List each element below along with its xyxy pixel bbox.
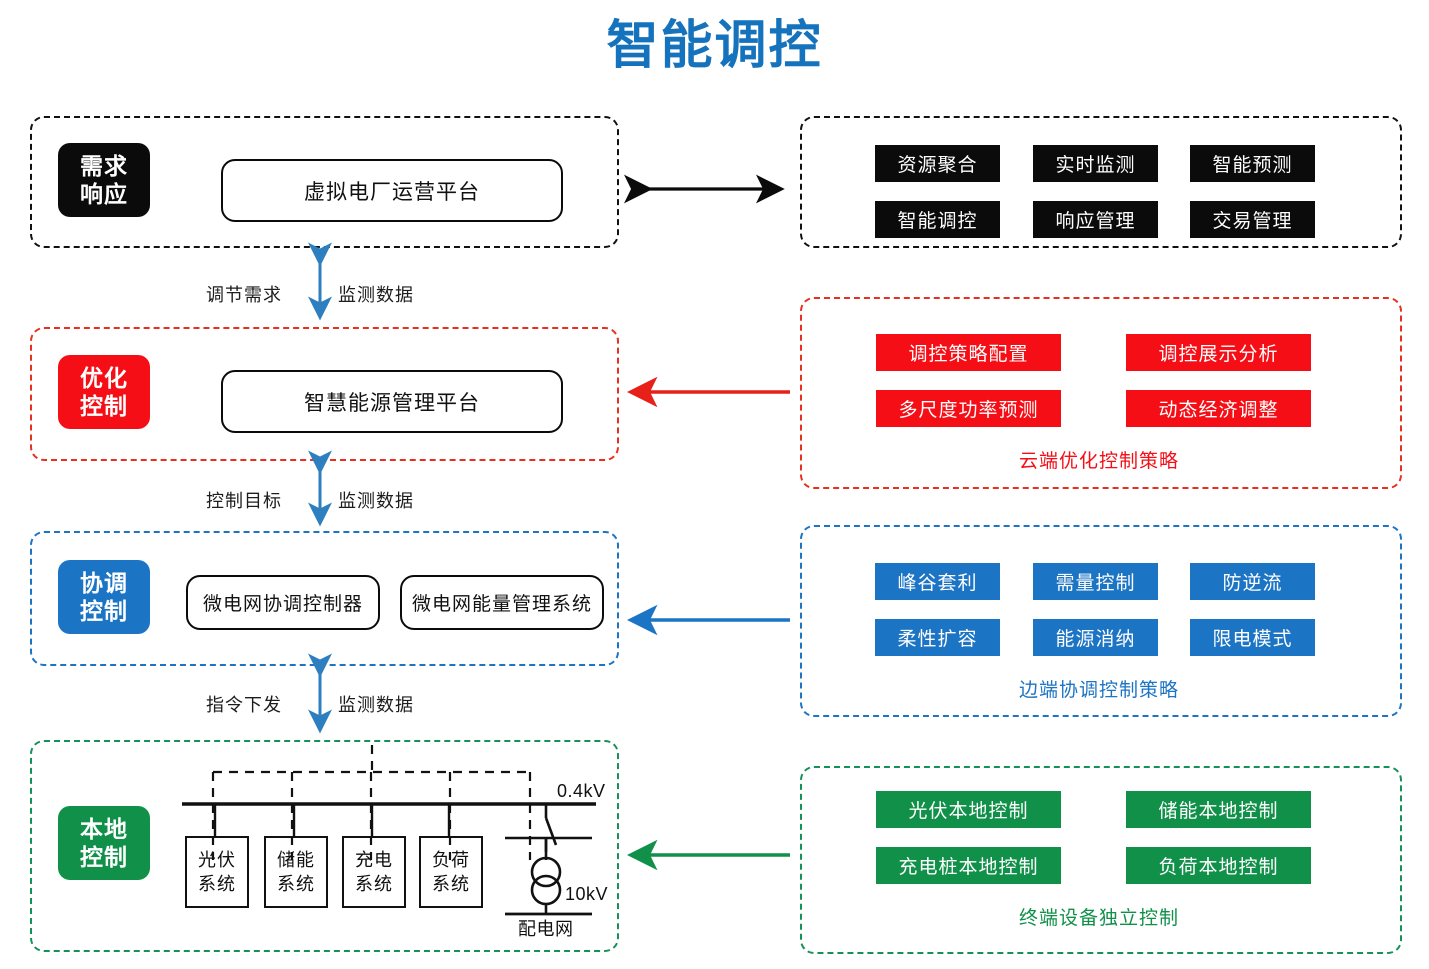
badge-coordination-line2: 控制 — [80, 598, 128, 624]
chip-resource-aggregation[interactable]: 资源聚合 — [875, 145, 1000, 182]
device-charging-line1: 充电 — [355, 850, 393, 870]
connector-2-label-right: 监测数据 — [338, 491, 414, 511]
label-distribution-grid: 配电网 — [518, 919, 574, 939]
connector-3-label-left: 指令下发 — [206, 695, 282, 715]
page-title: 智能调控 — [606, 17, 823, 75]
chip-charger-local-control[interactable]: 充电桩本地控制 — [876, 847, 1061, 884]
platform-microgrid-controller[interactable]: 微电网协调控制器 — [186, 575, 380, 630]
badge-local-line1: 本地 — [80, 816, 128, 842]
device-charging-line2: 系统 — [355, 874, 393, 894]
device-pv-system: 光伏 系统 — [185, 836, 249, 908]
caption-cloud-strategy: 云端优化控制策略 — [1018, 451, 1179, 472]
chip-peak-valley-arbitrage[interactable]: 峰谷套利 — [875, 563, 1000, 600]
device-load-system: 负荷 系统 — [419, 836, 483, 908]
chip-response-management[interactable]: 响应管理 — [1033, 201, 1158, 238]
connector-2-label-left: 控制目标 — [206, 491, 282, 511]
connector-1-label-right: 监测数据 — [338, 285, 414, 305]
chip-power-limit-mode[interactable]: 限电模式 — [1190, 619, 1315, 656]
chip-dynamic-economic-adjust[interactable]: 动态经济调整 — [1126, 390, 1311, 427]
chip-intelligent-dispatch[interactable]: 智能调控 — [875, 201, 1000, 238]
platform-smart-energy[interactable]: 智慧能源管理平台 — [221, 370, 563, 433]
platform-microgrid-ems[interactable]: 微电网能量管理系统 — [400, 575, 604, 630]
badge-optimization-line1: 优化 — [80, 365, 128, 391]
chip-dispatch-analysis[interactable]: 调控展示分析 — [1126, 334, 1311, 371]
caption-edge-strategy: 边端协调控制策略 — [1018, 680, 1179, 701]
badge-optimization-control: 优化 控制 — [58, 355, 150, 429]
chip-load-local-control[interactable]: 负荷本地控制 — [1126, 847, 1311, 884]
device-load-line1: 负荷 — [432, 850, 470, 870]
device-storage-line1: 储能 — [277, 850, 315, 870]
chip-pv-local-control[interactable]: 光伏本地控制 — [876, 791, 1061, 828]
chip-flexible-expansion[interactable]: 柔性扩容 — [875, 619, 1000, 656]
chip-demand-control[interactable]: 需量控制 — [1033, 563, 1158, 600]
chip-intelligent-forecast[interactable]: 智能预测 — [1190, 145, 1315, 182]
label-bus-lv: 0.4kV — [557, 781, 606, 801]
chip-strategy-config[interactable]: 调控策略配置 — [876, 334, 1061, 371]
platform-vpp[interactable]: 虚拟电厂运营平台 — [221, 159, 563, 222]
chip-trading-management[interactable]: 交易管理 — [1190, 201, 1315, 238]
badge-local-line2: 控制 — [80, 844, 128, 870]
badge-coordination-control: 协调 控制 — [58, 560, 150, 634]
device-pv-line2: 系统 — [198, 874, 236, 894]
chip-anti-reverse-flow[interactable]: 防逆流 — [1190, 563, 1315, 600]
badge-demand-response-line1: 需求 — [80, 153, 128, 179]
label-bus-hv: 10kV — [565, 884, 609, 904]
badge-demand-response: 需求 响应 — [58, 143, 150, 217]
badge-optimization-line2: 控制 — [80, 393, 128, 419]
caption-terminal-strategy: 终端设备独立控制 — [1018, 908, 1179, 929]
chip-storage-local-control[interactable]: 储能本地控制 — [1126, 791, 1311, 828]
device-load-line2: 系统 — [432, 874, 470, 894]
chip-multiscale-power-forecast[interactable]: 多尺度功率预测 — [876, 390, 1061, 427]
badge-coordination-line1: 协调 — [80, 570, 128, 596]
connector-3-label-right: 监测数据 — [338, 695, 414, 715]
device-storage-line2: 系统 — [277, 874, 315, 894]
chip-realtime-monitoring[interactable]: 实时监测 — [1033, 145, 1158, 182]
badge-local-control: 本地 控制 — [58, 806, 150, 880]
device-pv-line1: 光伏 — [198, 850, 236, 870]
device-storage-system: 储能 系统 — [264, 836, 328, 908]
connector-1-label-left: 调节需求 — [206, 285, 282, 305]
badge-demand-response-line2: 响应 — [80, 181, 128, 207]
device-charging-system: 充电 系统 — [342, 836, 406, 908]
chip-energy-consumption[interactable]: 能源消纳 — [1033, 619, 1158, 656]
